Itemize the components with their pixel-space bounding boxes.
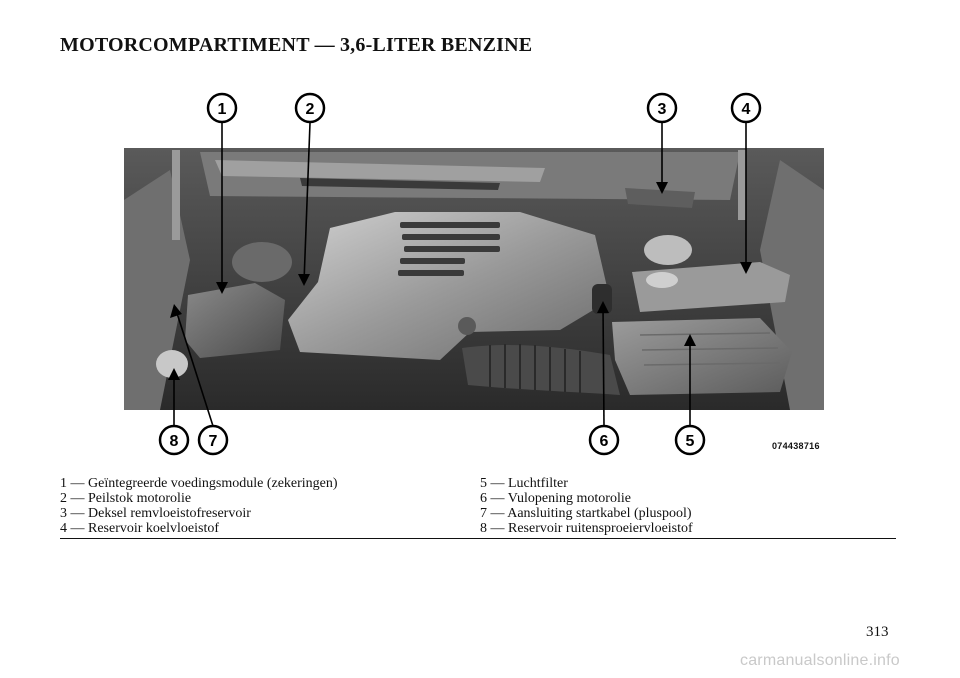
left-round-cap <box>232 242 292 282</box>
intake-hose-ribs <box>489 344 581 393</box>
air-filter-ribs <box>639 332 781 366</box>
brake-fluid-reservoir <box>644 235 692 265</box>
legend-item: 1 — Geïntegreerde voedingsmodule (zekeri… <box>60 476 338 491</box>
callout-label: 1 <box>218 101 227 118</box>
callout-7: 7 <box>197 424 229 456</box>
engine-cover-ribs <box>398 222 500 276</box>
callout-markers: 1 2 3 4 5 6 7 <box>158 92 762 456</box>
legend-item: 6 — Vulopening motorolie <box>480 491 631 506</box>
coolant-cap <box>646 272 678 288</box>
callout-label: 2 <box>306 101 315 118</box>
callout-leader-lines <box>173 122 747 427</box>
engine-compartment-figure: 1 2 3 4 5 6 7 <box>124 92 824 456</box>
callout-2: 2 <box>294 92 326 124</box>
callout-label: 4 <box>742 101 751 118</box>
legend-item: 2 — Peilstok motorolie <box>60 491 192 506</box>
hood-strut-left <box>172 150 180 240</box>
engine-cover <box>288 212 610 360</box>
washer-fluid-reservoir <box>156 350 188 378</box>
cover-bolt <box>458 317 476 335</box>
figure-code: 074438716 <box>772 441 820 451</box>
callout-label: 6 <box>600 433 609 450</box>
callout-label: 7 <box>209 433 218 450</box>
legend-divider <box>60 538 896 539</box>
oil-filler-cap <box>592 284 612 314</box>
callout-8: 8 <box>158 424 190 456</box>
engine-illustration: 1 2 3 4 5 6 7 <box>124 92 824 456</box>
power-module-box <box>185 283 285 358</box>
callout-label: 5 <box>686 433 695 450</box>
legend-item: 8 — Reservoir ruitensproeiervloeistof <box>480 521 693 536</box>
page-title: MOTORCOMPARTIMENT — 3,6-LITER BENZINE <box>60 34 533 56</box>
watermark: carmanualsonline.info <box>740 652 900 669</box>
callout-6: 6 <box>588 424 620 456</box>
legend-item: 4 — Reservoir koelvloeistof <box>60 521 220 536</box>
legend-item: 7 — Aansluiting startkabel (pluspool) <box>480 506 692 521</box>
legend-item: 3 — Deksel remvloeistofreservoir <box>60 506 251 521</box>
air-filter-box <box>612 318 792 395</box>
legend-column-right: 5 — Luchtfilter 6 — Vulopening motorolie… <box>480 476 693 536</box>
wiper-arm <box>300 178 500 190</box>
callout-4: 4 <box>730 92 762 124</box>
legend-column-left: 1 — Geïntegreerde voedingsmodule (zekeri… <box>60 476 338 536</box>
wiper-cowl-grille <box>215 160 545 182</box>
callout-1: 1 <box>206 92 238 124</box>
brake-booster-panel <box>625 188 695 208</box>
right-fender <box>760 160 824 410</box>
legend-item: 5 — Luchtfilter <box>480 476 568 491</box>
callout-arrowheads <box>168 182 752 380</box>
callout-3: 3 <box>646 92 678 124</box>
hood-strut-right <box>738 150 746 220</box>
callout-label: 3 <box>658 101 667 118</box>
callout-5: 5 <box>674 424 706 456</box>
page-number: 313 <box>866 624 889 640</box>
callout-label: 8 <box>170 433 179 450</box>
